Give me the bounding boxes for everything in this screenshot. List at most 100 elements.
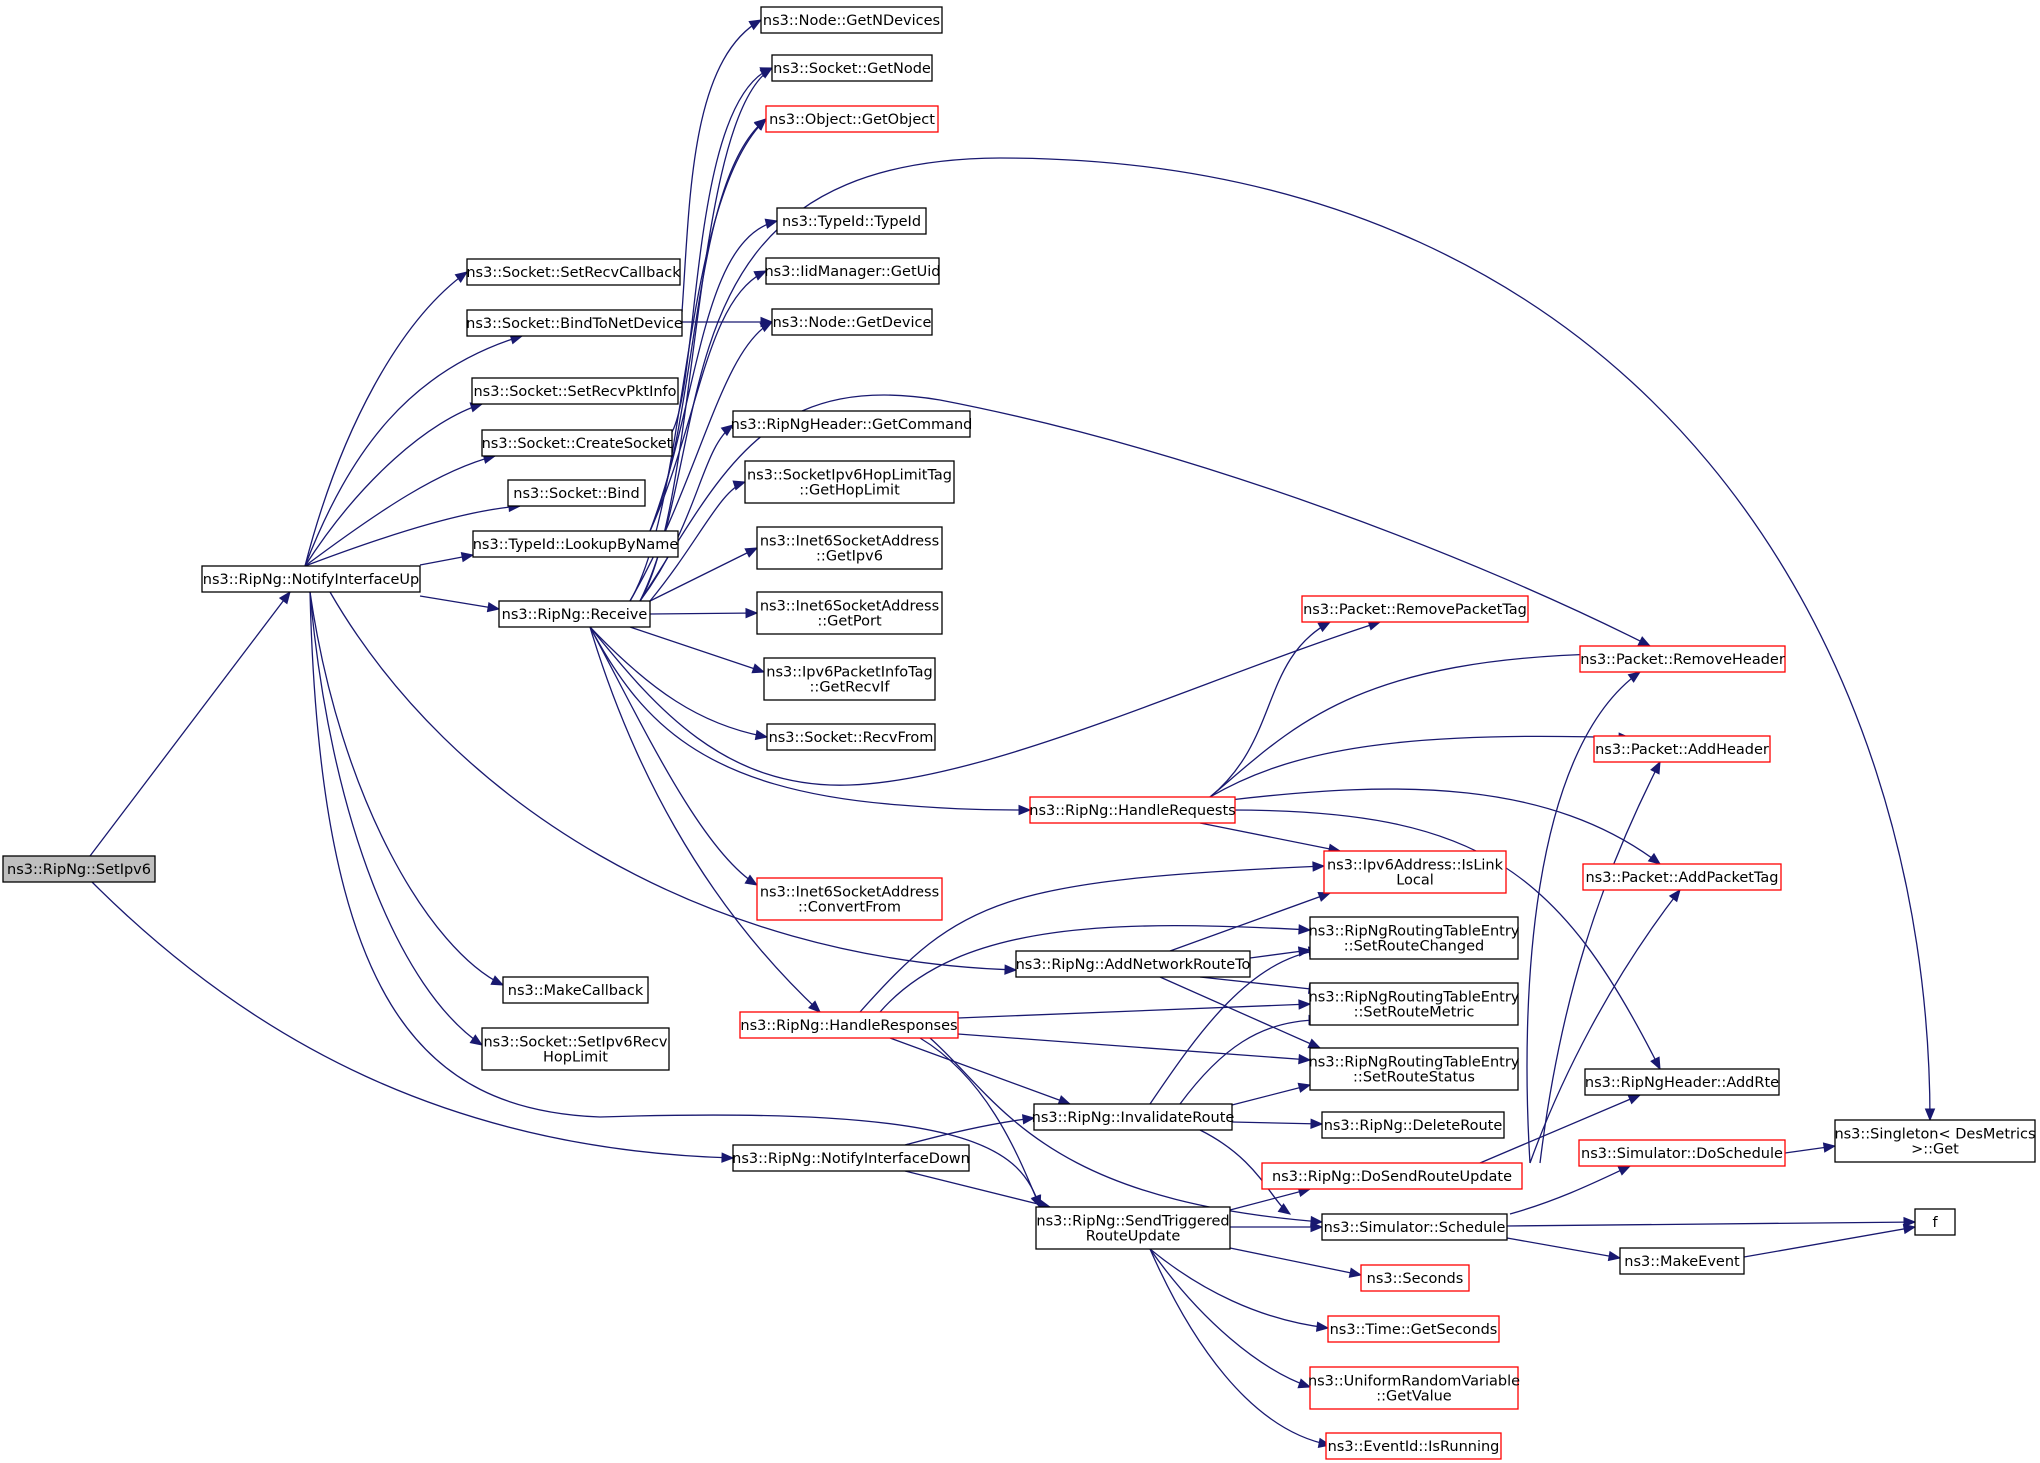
node-setstatus[interactable]: ns3::RipNgRoutingTableEntry::SetRouteSta… <box>1309 1047 1520 1091</box>
edge-line <box>957 1003 1311 1019</box>
node-label: ns3::Simulator::Schedule <box>1324 1220 1506 1236</box>
node-deleteroute[interactable]: ns3::RipNg::DeleteRoute <box>1321 1111 1505 1139</box>
edge-line <box>589 621 1381 786</box>
node-label: ns3::Socket::SetIpv6Recv <box>483 1035 667 1051</box>
node-label: ::GetRecvIf <box>810 680 891 696</box>
node-handlereq[interactable]: ns3::RipNg::HandleRequests <box>1029 796 1236 824</box>
edge-line <box>879 925 1311 1013</box>
edge-handleresp-to-schedule <box>929 1037 1324 1227</box>
edge-handleresp-to-setstatus <box>957 1033 1312 1065</box>
node-typeid[interactable]: ns3::TypeId::TypeId <box>776 207 927 235</box>
node-dosend[interactable]: ns3::RipNg::DoSendRouteUpdate <box>1261 1162 1523 1190</box>
node-label: RouteUpdate <box>1086 1229 1181 1245</box>
node-notifydown[interactable]: ns3::RipNg::NotifyInterfaceDown <box>732 1144 970 1172</box>
arrowhead-icon <box>754 118 767 131</box>
edge-invalidate-to-deleteroute <box>1231 1118 1324 1129</box>
node-getndev[interactable]: ns3::Node::GetNDevices <box>760 6 943 34</box>
node-addpkttag[interactable]: ns3::Packet::AddPacketTag <box>1582 863 1782 891</box>
node-rmpkttag[interactable]: ns3::Packet::RemovePacketTag <box>1301 595 1529 623</box>
node-label: ns3::RipNgHeader::AddRte <box>1585 1075 1779 1091</box>
node-label: ::GetHopLimit <box>799 483 900 499</box>
node-invalidate[interactable]: ns3::RipNg::InvalidateRoute <box>1032 1103 1235 1131</box>
node-box <box>763 657 936 701</box>
node-label: ns3::Node::GetNDevices <box>763 13 940 29</box>
node-createsock[interactable]: ns3::Socket::CreateSocket <box>481 429 673 457</box>
node-notifyup[interactable]: ns3::RipNg::NotifyInterfaceUp <box>201 565 421 593</box>
node-label: ns3::RipNg::DeleteRoute <box>1324 1118 1503 1134</box>
node-getcommand[interactable]: ns3::RipNgHeader::GetCommand <box>731 410 973 438</box>
node-label: ns3::Socket::CreateSocket <box>482 436 673 452</box>
node-box <box>481 429 673 457</box>
node-box <box>1619 1247 1745 1275</box>
node-isrunning[interactable]: ns3::EventId::IsRunning <box>1325 1432 1502 1460</box>
edge-invalidate-to-setstatus <box>1231 1082 1312 1106</box>
node-label: ns3::RipNgHeader::GetCommand <box>731 417 973 433</box>
arrowhead-icon <box>1317 891 1332 902</box>
node-seconds[interactable]: ns3::Seconds <box>1360 1264 1470 1292</box>
edge-handleresp-to-setchanged <box>879 924 1312 1013</box>
edge-receive-to-singleton <box>639 157 1936 1122</box>
node-label: ns3::EventId::IsRunning <box>1328 1439 1500 1455</box>
node-label: ns3::RipNg::DoSendRouteUpdate <box>1272 1169 1512 1185</box>
edge-line <box>649 270 767 532</box>
node-getport[interactable]: ns3::Inet6SocketAddress::GetPort <box>756 591 943 635</box>
node-convertfrom[interactable]: ns3::Inet6SocketAddress::ConvertFrom <box>756 877 943 921</box>
edge-notifyup-to-makecb <box>309 591 505 986</box>
node-getvalue[interactable]: ns3::UniformRandomVariable::GetValue <box>1308 1366 1520 1410</box>
node-gethoplimit[interactable]: ns3::SocketIpv6HopLimitTag::GetHopLimit <box>744 460 955 504</box>
edge-line <box>304 505 521 567</box>
node-box <box>466 258 681 286</box>
node-getnode[interactable]: ns3::Socket::GetNode <box>771 54 933 82</box>
node-makeevent[interactable]: ns3::MakeEvent <box>1619 1247 1745 1275</box>
arrowhead-icon <box>1617 1165 1632 1176</box>
edge-addnet-to-islink <box>1169 891 1332 952</box>
edge-handleresp-to-setmetric <box>957 999 1312 1019</box>
arrowhead-icon <box>751 663 766 674</box>
node-setmetric[interactable]: ns3::RipNgRoutingTableEntry::SetRouteMet… <box>1309 982 1520 1026</box>
node-label: >::Get <box>1911 1142 1959 1158</box>
node-box <box>766 723 936 751</box>
node-getobject[interactable]: ns3::Object::GetObject <box>765 105 939 133</box>
node-box <box>1593 735 1771 763</box>
node-f[interactable]: f <box>1914 1208 1956 1236</box>
node-box <box>739 1011 959 1039</box>
edge-line <box>419 595 500 610</box>
node-addnet[interactable]: ns3::RipNg::AddNetworkRouteTo <box>1015 950 1251 978</box>
node-singleton[interactable]: ns3::Singleton< DesMetrics>::Get <box>1834 1119 2036 1163</box>
node-getdevice[interactable]: ns3::Node::GetDevice <box>771 308 933 336</box>
node-box <box>1301 595 1529 623</box>
node-getrecvif[interactable]: ns3::Ipv6PacketInfoTag::GetRecvIf <box>763 657 936 701</box>
node-doschedule[interactable]: ns3::Simulator::DoSchedule <box>1578 1139 1786 1167</box>
node-setrecvcb[interactable]: ns3::Socket::SetRecvCallback <box>466 258 681 286</box>
node-handleresp[interactable]: ns3::RipNg::HandleResponses <box>739 1011 959 1039</box>
node-box <box>201 565 421 593</box>
node-makecb[interactable]: ns3::MakeCallback <box>502 976 649 1004</box>
node-box <box>472 530 679 558</box>
node-bindtonet[interactable]: ns3::Socket::BindToNetDevice <box>466 309 683 337</box>
node-lookup[interactable]: ns3::TypeId::LookupByName <box>472 530 679 558</box>
node-setchanged[interactable]: ns3::RipNgRoutingTableEntry::SetRouteCha… <box>1309 916 1520 960</box>
arrowhead-icon <box>1021 1114 1036 1125</box>
node-recvfrom[interactable]: ns3::Socket::RecvFrom <box>766 723 936 751</box>
arrowhead-icon <box>1298 999 1312 1010</box>
edge-addnet-to-setmetric <box>1199 976 1322 994</box>
node-box <box>1327 1315 1500 1343</box>
edge-notifydown-to-sendtrig <box>904 1170 1052 1210</box>
node-rmheader[interactable]: ns3::Packet::RemoveHeader <box>1579 645 1786 673</box>
node-getuid[interactable]: ns3::IidManager::GetUid <box>764 257 941 285</box>
node-setipv6[interactable]: ns3::RipNg::SetIpv6 <box>2 855 156 883</box>
node-label: ns3::SocketIpv6HopLimitTag <box>747 468 952 484</box>
node-addheader[interactable]: ns3::Packet::AddHeader <box>1593 735 1771 763</box>
node-getipv6[interactable]: ns3::Inet6SocketAddress::GetIpv6 <box>756 526 943 570</box>
node-schedule[interactable]: ns3::Simulator::Schedule <box>1321 1213 1508 1241</box>
arrowhead-icon <box>1348 1267 1363 1278</box>
node-addrte[interactable]: ns3::RipNgHeader::AddRte <box>1584 1068 1780 1096</box>
node-label: ns3::Socket::Bind <box>513 486 639 502</box>
node-setrecvpkt[interactable]: ns3::Socket::SetRecvPktInfo <box>471 377 679 405</box>
node-getseconds[interactable]: ns3::Time::GetSeconds <box>1327 1315 1500 1343</box>
node-bind[interactable]: ns3::Socket::Bind <box>507 479 646 507</box>
node-receive[interactable]: ns3::RipNg::Receive <box>498 600 651 628</box>
